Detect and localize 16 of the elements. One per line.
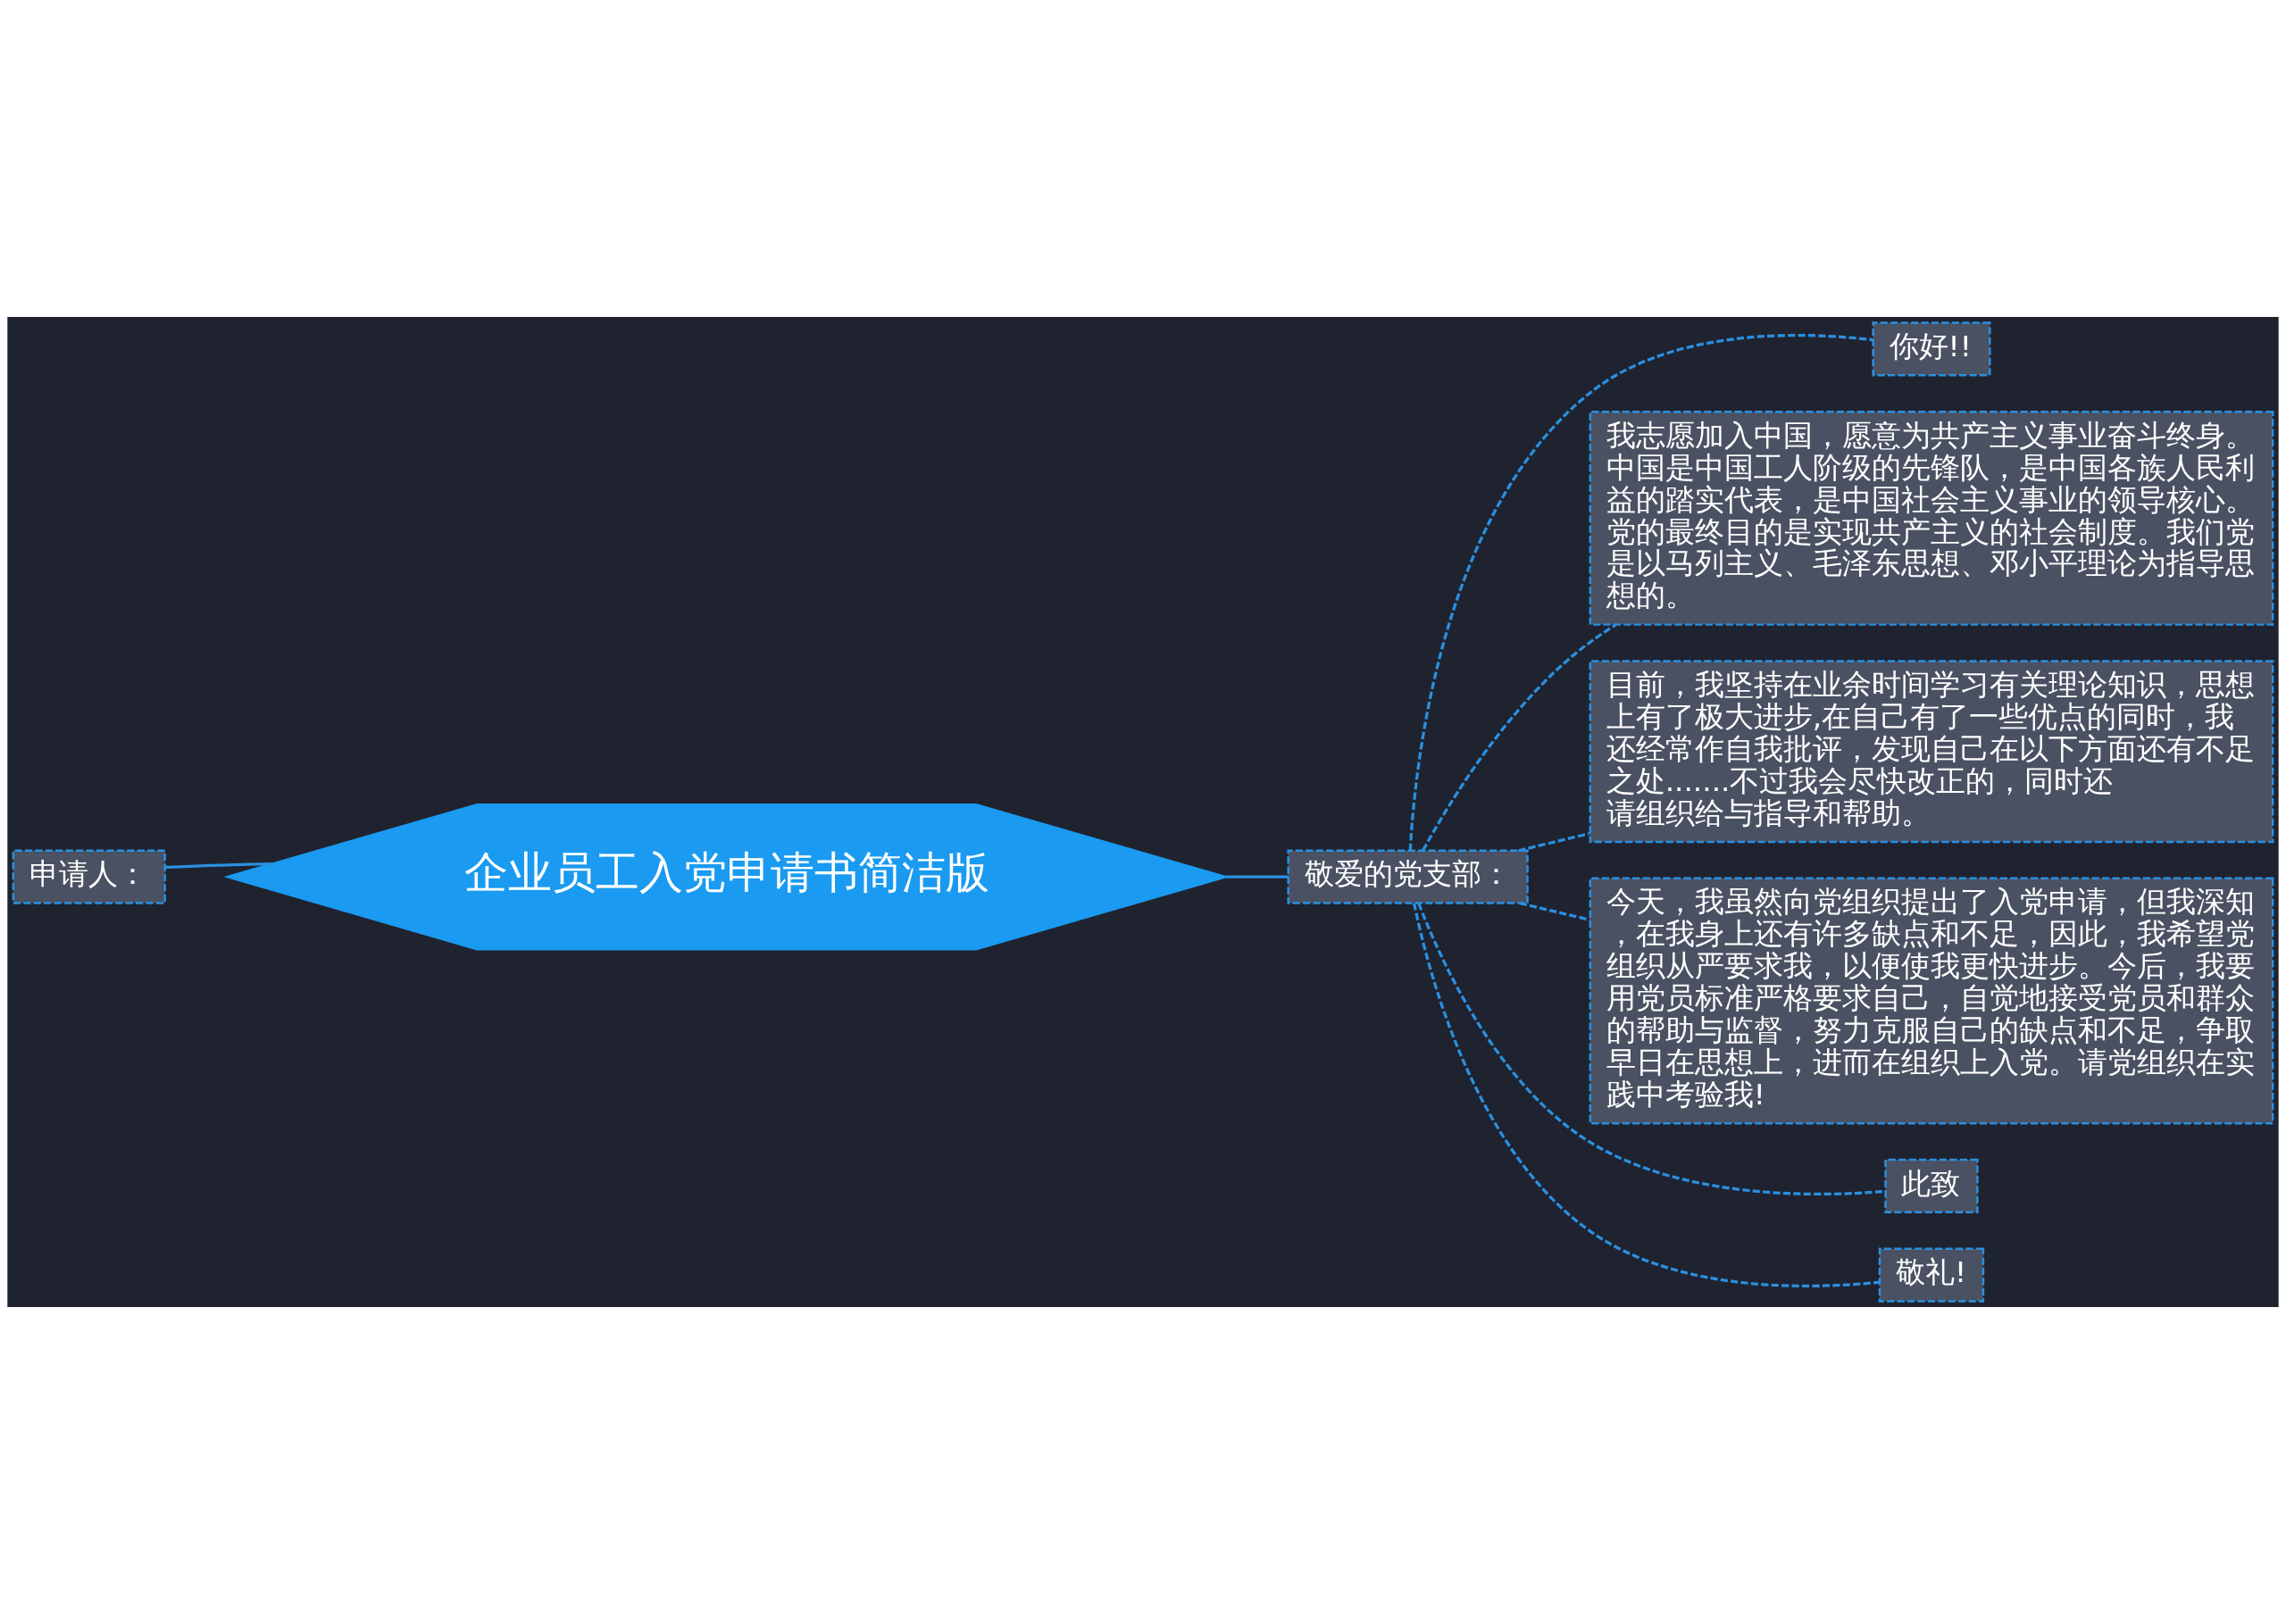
connector xyxy=(1519,902,1590,921)
node-box: 敬礼! xyxy=(1878,1247,1985,1303)
connector xyxy=(1225,875,1289,879)
connector xyxy=(1422,623,1617,852)
connector xyxy=(1417,903,1886,1196)
connector xyxy=(1518,831,1590,853)
connector xyxy=(164,862,272,870)
connector xyxy=(1408,334,1873,851)
node-box: 你好!! xyxy=(1872,321,1991,377)
connector xyxy=(1413,903,1880,1287)
node-box: 目前，我坚持在业余时间学习有关理论知识，思想上有了极大进步,在自己有了一些优点的同时，我还经常作自我批评，发现自己在以下方面还有不足之处.......不过我会尽快改正的，同时还请组织给与指导和帮助。 xyxy=(1589,660,2274,844)
node-box: 敬爱的党支部： xyxy=(1287,849,1529,904)
node-box: 此致 xyxy=(1884,1158,1979,1214)
node-box: 申请人： xyxy=(12,849,166,904)
node-box: 今天，我虽然向党组织提出了入党申请，但我深知，在我身上还有许多缺点和不足，因此，我希望党组织从严要求我，以便使我更快进步。今后，我要用党员标准严格要求自己，自觉地接受党员和群众的帮助与监督，努力克服自己的缺点和不足，争取早日在思想上，进而在组织上入党。请党组织在实践中考验我! xyxy=(1589,877,2274,1125)
node-box: 我志愿加入中国，愿意为共产主义事业奋斗终身。中国是中国工人阶级的先锋队，是中国各族人民利益的踏实代表，是中国社会主义事业的领导核心。党的最终目的是实现共产主义的社会制度。我们党是以马列主义、毛泽东思想、邓小平理论为指导思想的。 xyxy=(1589,410,2274,626)
